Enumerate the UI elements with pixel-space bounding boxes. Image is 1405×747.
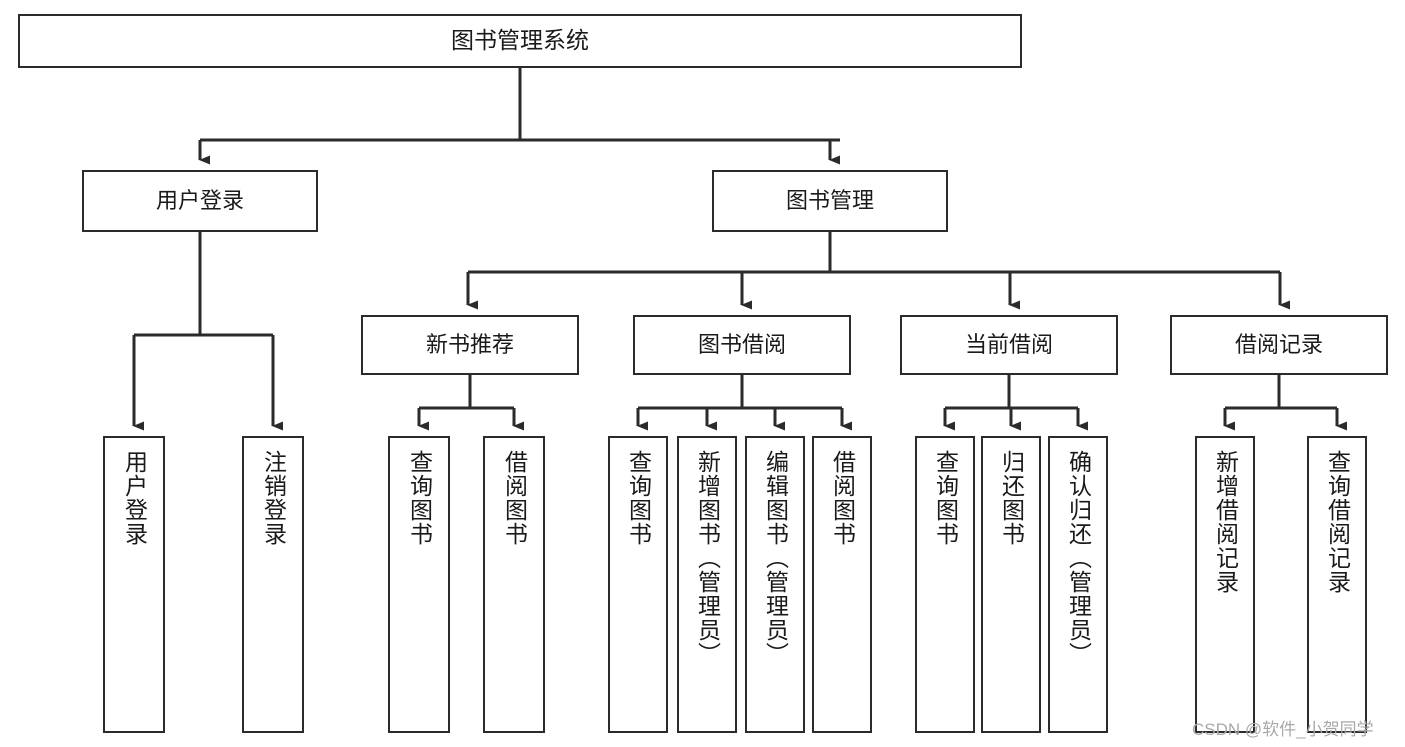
node-current-borrow[interactable]: 当前借阅 <box>900 315 1118 375</box>
leaf-query-book-current[interactable]: 查询图书 <box>915 436 975 733</box>
leaf-query-book-recommend-label: 查询图书 <box>406 450 433 546</box>
node-borrow-record[interactable]: 借阅记录 <box>1170 315 1388 375</box>
leaf-edit-book-admin[interactable]: 编辑图书（管理员） <box>745 436 805 733</box>
leaf-confirm-return-admin[interactable]: 确认归还（管理员） <box>1048 436 1108 733</box>
node-new-book-recommend-label: 新书推荐 <box>425 332 514 358</box>
leaf-query-book-borrow-label: 查询图书 <box>625 450 652 546</box>
leaf-borrow-book-label: 借阅图书 <box>829 450 856 546</box>
node-current-borrow-label: 当前借阅 <box>964 332 1053 358</box>
leaf-add-book-admin[interactable]: 新增图书（管理员） <box>677 436 737 733</box>
node-user-login[interactable]: 用户登录 <box>82 170 318 232</box>
leaf-borrow-book-recommend[interactable]: 借阅图书 <box>483 436 545 733</box>
leaf-add-borrow-record-label: 新增借阅记录 <box>1212 450 1239 594</box>
node-book-borrow-label: 图书借阅 <box>697 332 786 358</box>
leaf-user-login-label: 用户登录 <box>121 450 148 546</box>
leaf-user-logout-label: 注销登录 <box>260 450 287 546</box>
leaf-confirm-return-admin-label: 确认归还（管理员） <box>1065 450 1092 666</box>
leaf-query-book-recommend[interactable]: 查询图书 <box>388 436 450 733</box>
node-book-borrow[interactable]: 图书借阅 <box>633 315 851 375</box>
leaf-borrow-book-recommend-label: 借阅图书 <box>501 450 528 546</box>
leaf-return-book[interactable]: 归还图书 <box>981 436 1041 733</box>
node-root-label: 图书管理系统 <box>451 27 589 54</box>
node-new-book-recommend[interactable]: 新书推荐 <box>361 315 579 375</box>
leaf-add-borrow-record[interactable]: 新增借阅记录 <box>1195 436 1255 733</box>
leaf-return-book-label: 归还图书 <box>998 450 1025 546</box>
leaf-query-book-current-label: 查询图书 <box>932 450 959 546</box>
node-book-management[interactable]: 图书管理 <box>712 170 948 232</box>
leaf-query-borrow-record-label: 查询借阅记录 <box>1324 450 1351 594</box>
leaf-borrow-book[interactable]: 借阅图书 <box>812 436 872 733</box>
leaf-user-logout[interactable]: 注销登录 <box>242 436 304 733</box>
node-user-login-label: 用户登录 <box>155 188 244 214</box>
node-root[interactable]: 图书管理系统 <box>18 14 1022 68</box>
leaf-user-login[interactable]: 用户登录 <box>103 436 165 733</box>
leaf-edit-book-admin-label: 编辑图书（管理员） <box>762 450 789 666</box>
node-book-management-label: 图书管理 <box>785 188 874 214</box>
node-borrow-record-label: 借阅记录 <box>1234 332 1323 358</box>
leaf-query-borrow-record[interactable]: 查询借阅记录 <box>1307 436 1367 733</box>
leaf-add-book-admin-label: 新增图书（管理员） <box>694 450 721 666</box>
leaf-query-book-borrow[interactable]: 查询图书 <box>608 436 668 733</box>
